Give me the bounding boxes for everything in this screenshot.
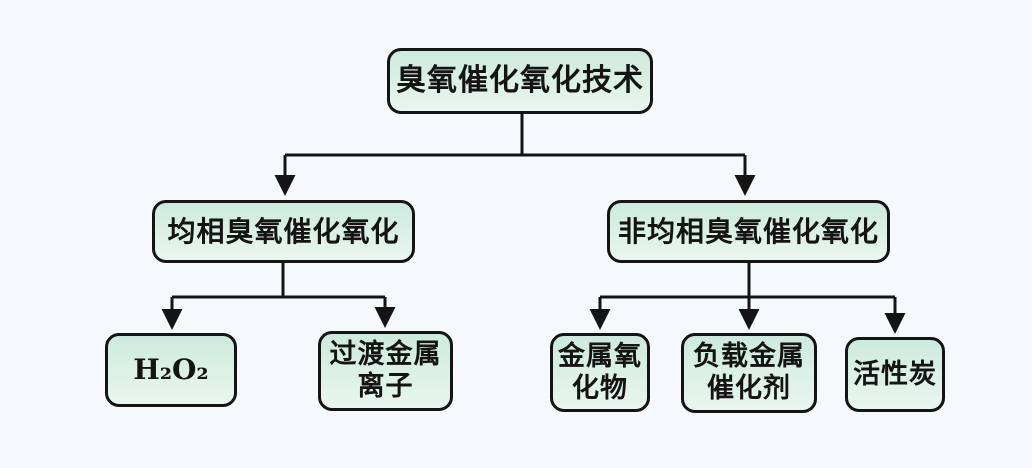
node-supported-metal-catalysts: 负载金属 催化剂 [681, 333, 817, 413]
node-activated-carbon: 活性炭 [845, 337, 945, 412]
connector-homogeneous-stem [172, 263, 385, 299]
connector-group [161, 114, 906, 334]
node-h2o2: H₂O₂ [105, 333, 237, 407]
connector-heterogeneous-stem [600, 263, 895, 299]
node-homogeneous-ozone-catalytic-oxidation: 均相臭氧催化氧化 [152, 200, 415, 263]
node-transition-metal-ions: 过渡金属 离子 [318, 331, 453, 411]
node-root: 臭氧催化氧化技术 [387, 48, 653, 114]
connector-root-stem [285, 114, 745, 157]
node-heterogeneous-ozone-catalytic-oxidation: 非均相臭氧催化氧化 [607, 200, 890, 263]
node-metal-oxides: 金属氧 化物 [550, 333, 650, 412]
